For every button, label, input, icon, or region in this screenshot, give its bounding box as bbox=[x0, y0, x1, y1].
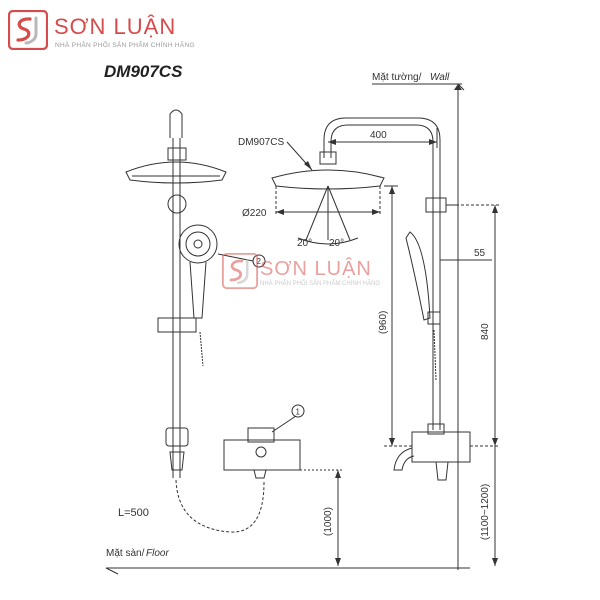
riser-top-cap bbox=[169, 109, 183, 138]
wall-marker bbox=[454, 84, 462, 90]
front-shower-head bbox=[125, 161, 227, 184]
hand-shower-nozzles bbox=[185, 231, 211, 257]
front-diverter bbox=[165, 427, 189, 447]
floor-hatch bbox=[105, 567, 119, 575]
arrow-400-right bbox=[429, 139, 437, 145]
slide-bar-holder bbox=[157, 317, 197, 333]
hand-shower-face bbox=[178, 224, 218, 264]
arrow-220-right bbox=[372, 209, 380, 215]
callout-1-circle bbox=[291, 404, 305, 418]
brand-logo: SƠN LUẬN NHÀ PHÂN PHỐI SẢN PHẨM CHÍNH HÃ… bbox=[8, 10, 248, 56]
faucet-body bbox=[223, 439, 301, 471]
arrow-1000-bottom bbox=[335, 558, 341, 566]
spray-left-line bbox=[305, 185, 329, 241]
dim-400-label: 400 bbox=[370, 130, 387, 141]
side-hand-shower bbox=[405, 231, 431, 321]
model-title: DM907CS bbox=[104, 62, 183, 81]
arrow-220-left bbox=[276, 209, 284, 215]
wall-label-english: Wall bbox=[430, 72, 450, 83]
arrow-840-bottom bbox=[492, 438, 498, 446]
head-connector bbox=[167, 147, 187, 161]
faucet-handle bbox=[247, 427, 275, 443]
dim-55-label: 55 bbox=[474, 248, 486, 259]
callout-1-leader bbox=[271, 415, 297, 433]
detail-head-connector bbox=[319, 151, 337, 165]
brand-logo-icon bbox=[8, 10, 48, 50]
side-faucet-outlet bbox=[435, 461, 449, 481]
hand-shower-handle bbox=[189, 261, 207, 319]
flexible-hose bbox=[175, 479, 265, 533]
hose-length-label: L=500 bbox=[118, 507, 149, 519]
dim-1100-label: (1100~1200) bbox=[480, 484, 491, 540]
arrow-model-callout bbox=[304, 161, 312, 170]
wall-bracket-upper bbox=[425, 197, 447, 213]
floor-label-english: Floor bbox=[146, 548, 169, 559]
hand-shower-center bbox=[193, 239, 203, 249]
angle-right-label: 20° bbox=[329, 238, 344, 249]
spray-angle-arc bbox=[297, 237, 359, 245]
callout-2-number: 2 bbox=[257, 257, 262, 266]
dim-1000-label: (1000) bbox=[323, 507, 334, 536]
angle-left-label: 20° bbox=[297, 238, 312, 249]
arrow-960-top bbox=[389, 186, 395, 194]
side-faucet-spout bbox=[393, 447, 415, 471]
slide-clip bbox=[167, 194, 187, 214]
model-callout-label: DM907CS bbox=[238, 137, 284, 148]
wall-label-prefix: Mặt tường/ bbox=[372, 72, 422, 83]
faucet-spout bbox=[253, 469, 267, 479]
side-faucet-body bbox=[411, 431, 471, 463]
watermark: SƠN LUẬN NHÀ PHÂN PHỐI SẢN PHẨM CHÍNH HÃ… bbox=[218, 253, 388, 301]
side-slide-holder bbox=[427, 311, 441, 325]
front-hose-nut bbox=[169, 451, 185, 471]
dim-960-label: (960) bbox=[378, 311, 389, 334]
spray-right-line bbox=[327, 185, 351, 241]
floor-label-prefix: Mặt sàn/ bbox=[106, 548, 145, 559]
callout-1-number: 1 bbox=[296, 408, 301, 417]
dim-840-label: 840 bbox=[480, 323, 491, 340]
overhead-arm-outer bbox=[323, 117, 441, 200]
arrow-400-left bbox=[328, 139, 336, 145]
side-faucet-handle bbox=[427, 423, 445, 435]
overhead-arm-inner bbox=[330, 124, 434, 200]
watermark-name: SƠN LUẬN bbox=[260, 258, 372, 280]
watermark-logo-icon bbox=[222, 253, 258, 289]
arrow-1000-top bbox=[335, 470, 341, 478]
arrow-840-top bbox=[492, 205, 498, 213]
head-diameter-label: Ø220 bbox=[242, 208, 267, 219]
arrow-1100-bottom bbox=[492, 558, 498, 566]
wall-hatch bbox=[457, 83, 465, 91]
arrow-960-bottom bbox=[389, 438, 395, 446]
side-hose bbox=[433, 329, 437, 381]
hose-segment bbox=[199, 331, 204, 367]
brand-name: SƠN LUẬN bbox=[54, 14, 177, 39]
brand-tagline: NHÀ PHÂN PHỐI SẢN PHẨM CHÍNH HÃNG bbox=[55, 42, 195, 49]
watermark-tagline: NHÀ PHÂN PHỐI SẢN PHẨM CHÍNH HÃNG bbox=[260, 281, 381, 287]
faucet-outlet bbox=[255, 446, 267, 458]
